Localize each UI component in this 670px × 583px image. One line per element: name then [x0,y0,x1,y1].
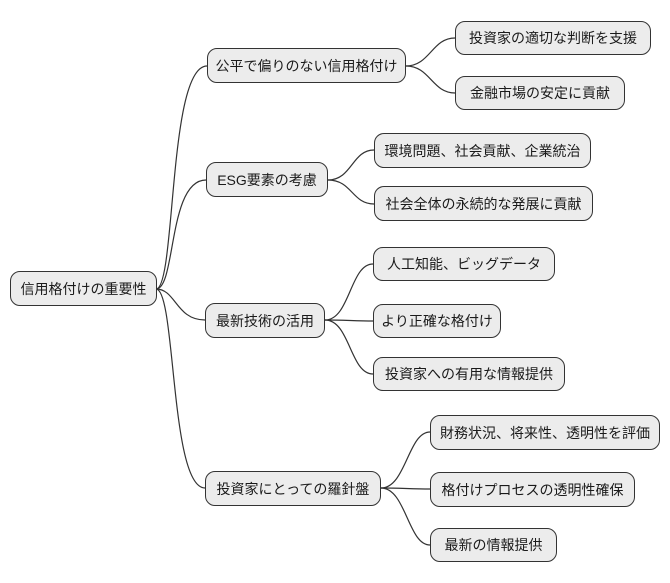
edge-branch-4-leaf-3 [380,487,431,546]
mindmap-leaf-accurate-rating: より正確な格付け [373,304,501,338]
mindmap-leaf-process-transparency: 格付けプロセスの透明性確保 [430,472,635,507]
mindmap-branch-compass: 投資家にとっての羅針盤 [205,471,381,506]
edge-branch-1-leaf-2 [405,65,456,94]
mindmap-leaf-esg-factors: 環境問題、社会貢献、企業統治 [374,133,591,168]
edge-branch-4-leaf-2 [380,487,431,490]
mindmap-leaf-ai-bigdata: 人工知能、ビッグデータ [373,247,555,281]
edge-branch-3-leaf-1 [324,263,374,321]
edge-branch-3-leaf-2 [324,319,374,322]
edge-root-branch-1 [155,65,208,290]
mindmap-leaf-sustainable-development: 社会全体の永続的な発展に貢献 [374,186,593,221]
mindmap-leaf-investor-judgement: 投資家の適切な判断を支援 [455,21,651,55]
mindmap-root-node: 信用格付けの重要性 [10,271,157,306]
mindmap-leaf-market-stability: 金融市場の安定に貢献 [455,76,625,110]
edge-root-branch-3 [155,288,206,321]
edge-branch-2-leaf-2 [327,179,375,205]
mindmap-branch-esg: ESG要素の考慮 [206,162,328,197]
mindmap-branch-fair-rating: 公平で偏りのない信用格付け [207,48,406,83]
mindmap-branch-technology: 最新技術の活用 [205,303,325,338]
edge-branch-4-leaf-1 [380,431,431,489]
edge-root-branch-2 [155,179,207,290]
edge-root-branch-4 [155,288,206,489]
edge-branch-2-leaf-1 [327,149,375,181]
edge-branch-1-leaf-1 [405,37,456,67]
mindmap-leaf-useful-info: 投資家への有用な情報提供 [373,357,565,391]
mindmap-leaf-evaluation-criteria: 財務状況、将来性、透明性を評価 [430,415,660,450]
mindmap-leaf-latest-info: 最新の情報提供 [430,528,557,562]
edge-branch-3-leaf-3 [324,319,374,375]
